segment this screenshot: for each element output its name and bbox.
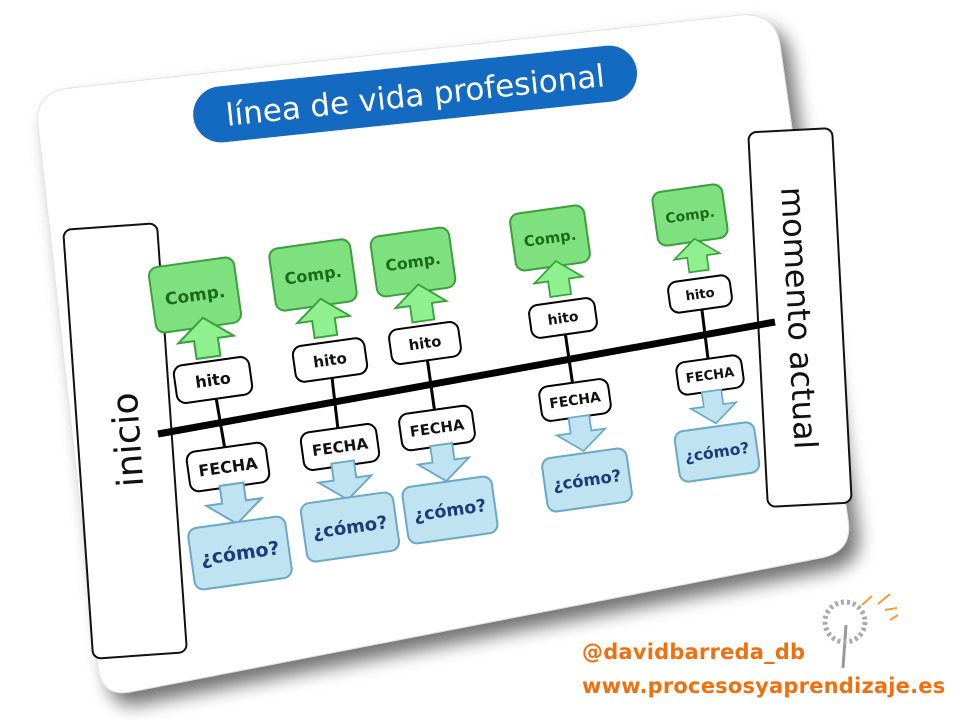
hito-box-label: hito [547,309,580,329]
start-label: inicio [105,391,153,488]
comp-box: Comp. [369,226,457,298]
hito-box: hito [667,274,733,314]
fecha-box-label: FECHA [548,389,602,412]
fecha-box: FECHA [538,378,612,422]
hito-box-label: hito [408,333,443,354]
hito-box: hito [291,337,369,383]
fecha-box: FECHA [299,423,381,471]
fecha-box-label: FECHA [685,365,736,387]
comp-box: Comp. [268,238,358,312]
hito-box: hito [172,356,254,404]
comp-box: Comp. [509,204,591,272]
comp-box: Comp. [651,183,729,247]
up-arrow-icon [672,237,723,274]
up-arrow-icon [532,259,586,298]
down-arrow-icon [688,388,739,425]
website-link[interactable]: www.procesosyaprendizaje.es [582,674,946,698]
como-box: ¿cómo? [187,515,293,591]
down-arrow-icon [415,442,472,483]
hito-box-label: hito [312,349,348,372]
hito-box-label: hito [194,368,232,392]
comp-box: Comp. [147,256,243,334]
down-arrow-icon [315,459,374,501]
up-arrow-icon [392,283,450,324]
down-arrow-icon [554,414,608,453]
fecha-box: FECHA [398,404,476,452]
hito-box-label: hito [685,286,716,305]
timeline-axis [157,318,776,438]
start-box: inicio [62,222,188,660]
up-arrow-icon [294,297,353,340]
hito-box: hito [388,320,462,366]
end-box: momento actual [747,127,853,508]
como-box: ¿cómo? [541,447,633,513]
como-box: ¿cómo? [299,491,401,563]
como-box: ¿cómo? [673,421,761,483]
como-box: ¿cómo? [401,475,499,545]
up-arrow-icon [175,316,237,361]
fecha-box: FECHA [185,441,271,493]
down-arrow-icon [203,481,265,526]
author-handle: @davidbarreda_db [582,640,806,664]
hito-box: hito [528,297,598,339]
comp-box-label: Comp. [664,204,715,227]
fecha-box: FECHA [675,354,745,396]
